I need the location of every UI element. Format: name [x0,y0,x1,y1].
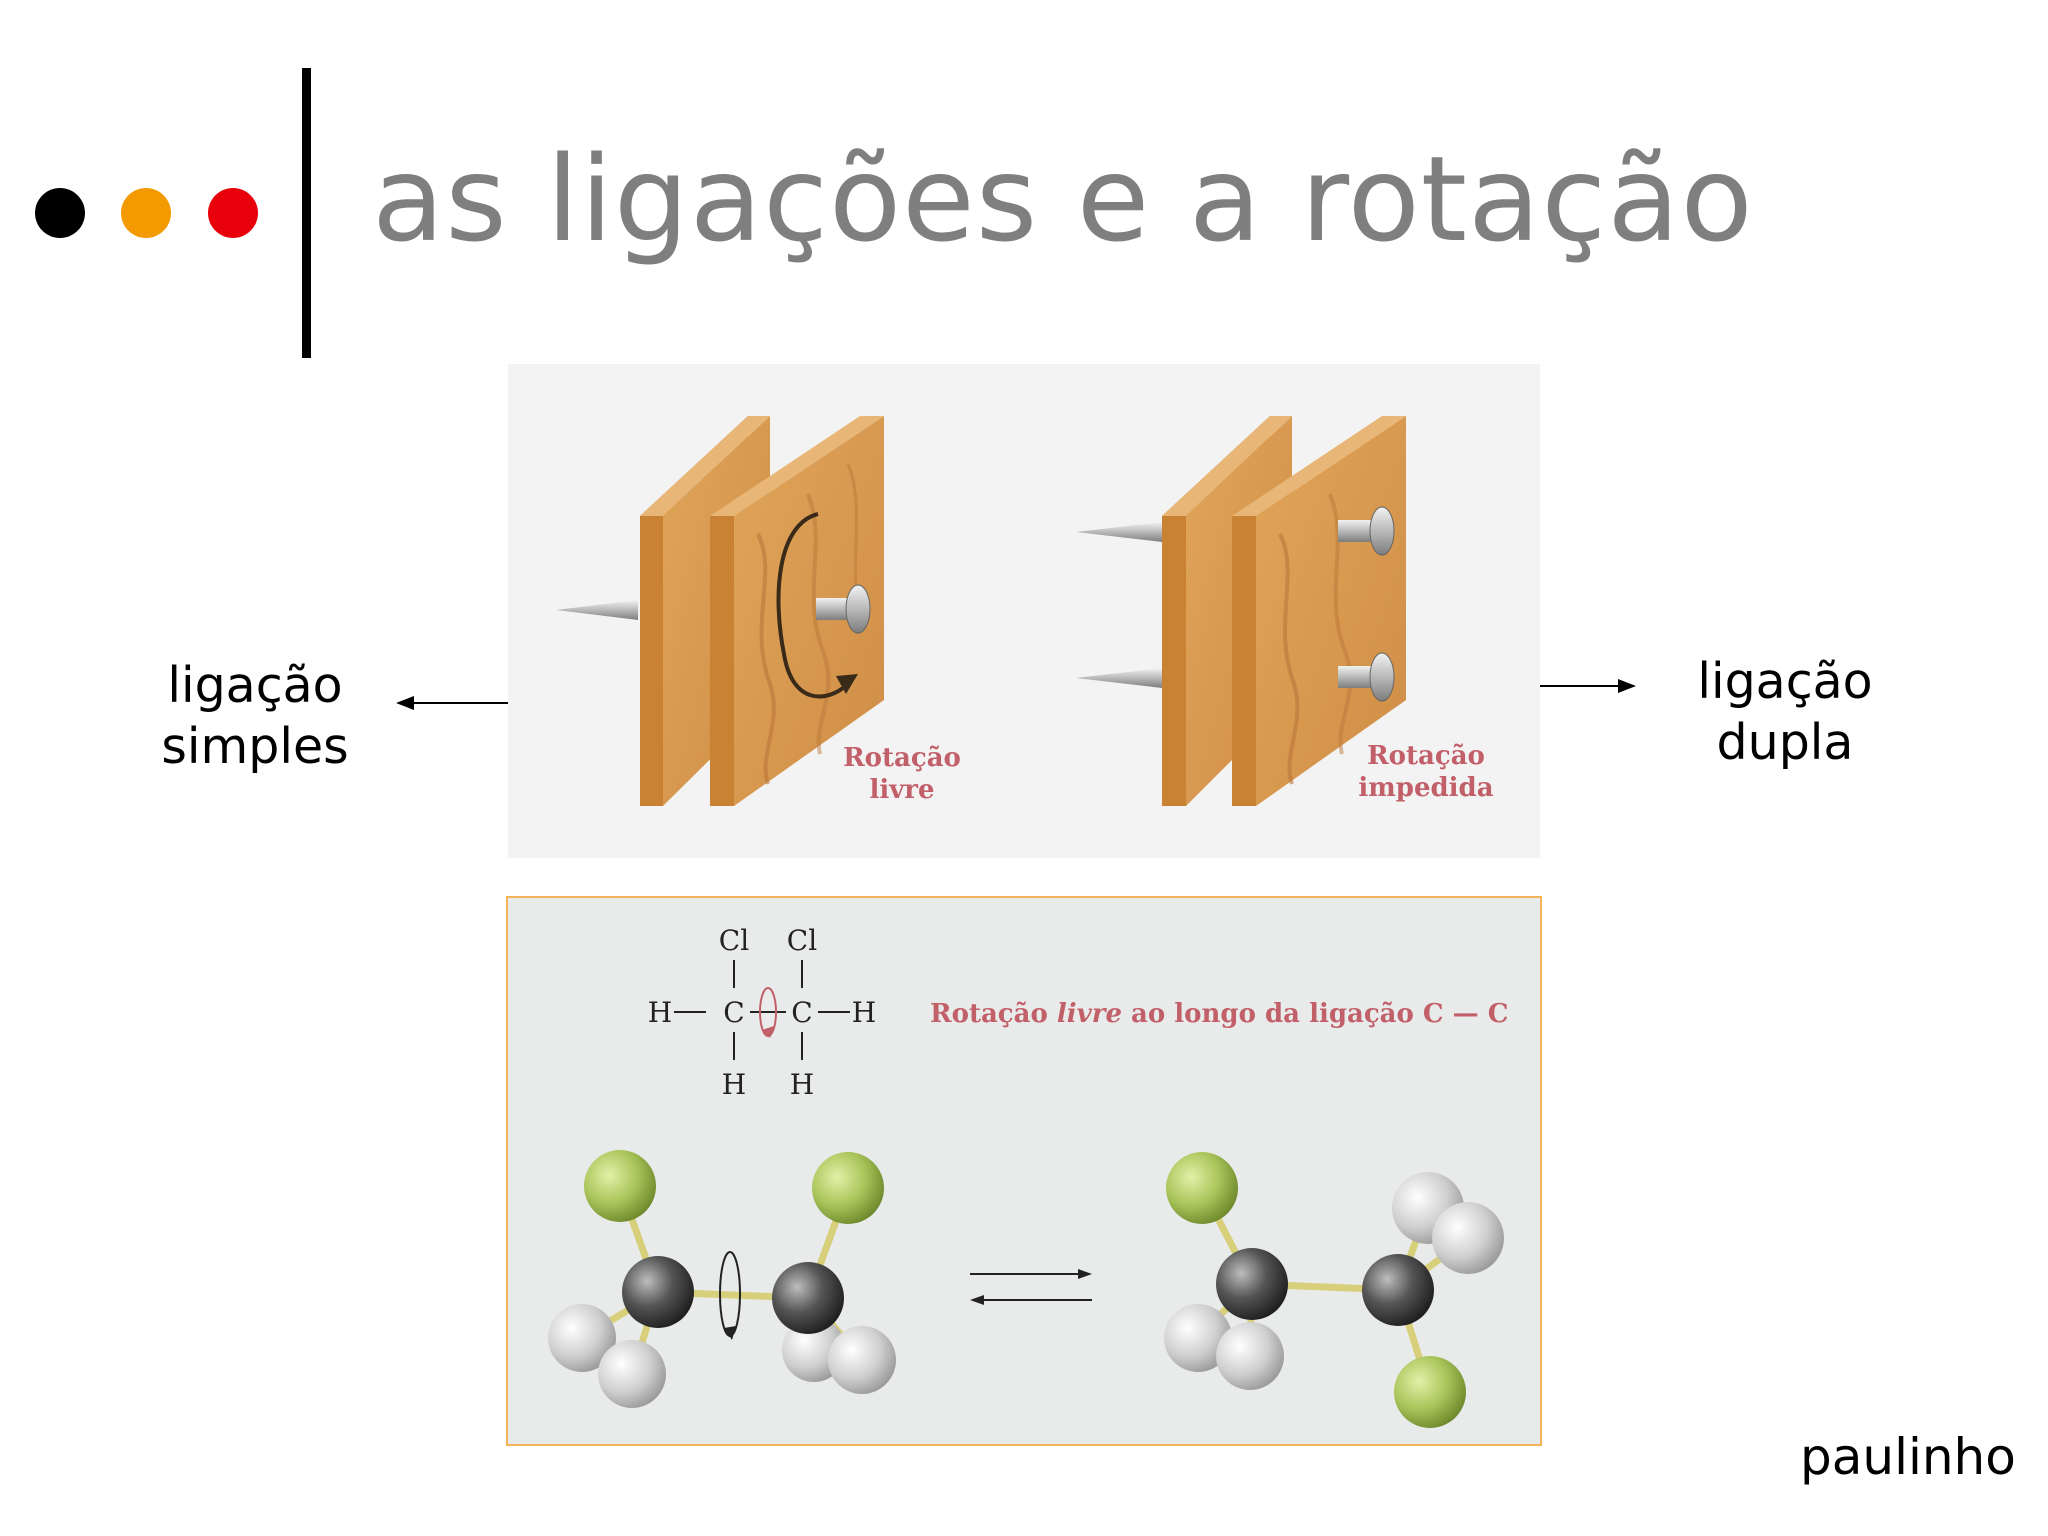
right-front-board-edge [1232,516,1256,806]
lower-nail-shank [1338,666,1380,688]
front-board-edge [710,516,734,806]
lower-nail-head [1369,652,1395,702]
atom-h-bottom-left: H [722,1068,746,1101]
dichloroethane-illustration: Cl Cl H C C H H H Rotação livre ao longo… [548,924,1508,1428]
hydrogen-atom [598,1340,666,1408]
carbon-atom [772,1262,844,1334]
bond-rotation-caption-part1: Rotação [930,999,1057,1029]
upper-nail-shank [1338,520,1380,542]
atom-h-bottom-right: H [790,1068,814,1101]
structural-formula: Cl Cl H C C H H H [648,924,876,1101]
red-dot [208,188,258,238]
hydrogen-atom [828,1326,896,1394]
carbon-atom [1216,1248,1288,1320]
double-bond-label: ligação dupla [1680,651,1890,773]
right-molecule-model [1164,1152,1504,1428]
dichloroethane-figure: Cl Cl H C C H H H Rotação livre ao longo… [506,896,1542,1446]
bond-rotation-caption-italic: livre [1057,999,1122,1029]
author-footer: paulinho [1800,1428,2016,1486]
single-bond-label: ligação simples [150,655,360,777]
upper-nail-point [1076,522,1162,542]
atom-c-right: C [791,996,812,1029]
chlorine-atom [1394,1356,1466,1428]
hydrogen-atom [1432,1202,1504,1274]
rotation-arrow [776,512,850,699]
orange-dot [121,188,171,238]
double-bond-label-line2: dupla [1716,714,1854,771]
hindered-rotation-caption-line1: Rotação [1367,741,1485,771]
free-rotation-caption-line1: Rotação [843,743,961,773]
atom-h-far-right: H [852,996,876,1029]
hindered-rotation-caption-line2: impedida [1358,773,1493,803]
title-divider [302,68,311,358]
front-board-face [734,416,884,806]
free-rotation-boards: Rotação livre [556,416,961,806]
bond-rotation-caption: Rotação livre ao longo da ligação C — C [930,999,1508,1029]
single-bond-label-line1: ligação [167,657,343,714]
single-bond-label-line2: simples [161,718,349,775]
wood-boards-figure: Rotação livre Rotação [508,364,1540,858]
slide-title: as ligações e a rotação [372,130,1754,268]
carbon-atom [622,1256,694,1328]
chlorine-atom [584,1150,656,1222]
hydrogen-atom [1216,1322,1284,1390]
chlorine-atom [812,1152,884,1224]
atom-cl-right: Cl [787,924,817,957]
right-front-board-face [1256,416,1406,806]
lower-nail-point [1076,668,1162,688]
free-rotation-caption-line2: livre [869,775,934,805]
hydrogen-atom [548,1304,616,1372]
hydrogen-atom [1164,1304,1232,1372]
left-nail-point [556,600,638,620]
equilibrium-arrows [970,1269,1092,1305]
left-molecule-model [548,1150,896,1408]
free-nail-head [845,584,871,634]
atom-c-left: C [723,996,744,1029]
atom-cl-left: Cl [719,924,749,957]
hindered-rotation-boards: Rotação impedida [1076,416,1494,806]
bond-rotation-caption-part2: ao longo da ligação C — C [1122,999,1508,1029]
black-dot [35,188,85,238]
carbon-atom [1362,1254,1434,1326]
wood-boards-illustration: Rotação livre Rotação [556,416,1494,806]
atom-h-far-left: H [648,996,672,1029]
double-bond-label-line1: ligação [1697,653,1873,710]
upper-nail-head [1369,506,1395,556]
chlorine-atom [1166,1152,1238,1224]
